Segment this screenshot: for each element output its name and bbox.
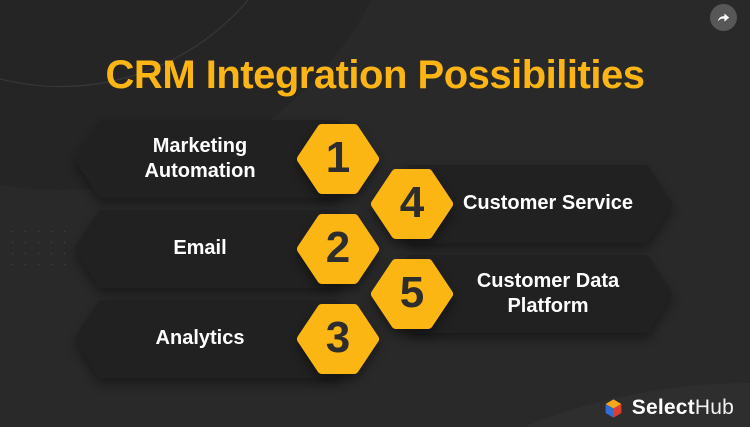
dot-grid-decoration xyxy=(6,226,70,270)
hexagon-shape xyxy=(371,169,453,239)
hexagon-shape xyxy=(297,124,379,194)
page-title: CRM Integration Possibilities xyxy=(105,52,645,97)
label-email: Email xyxy=(173,237,227,259)
number-1: 1 xyxy=(325,132,351,182)
brand-name-bold: Select xyxy=(631,396,695,419)
share-button[interactable] xyxy=(710,4,737,31)
brand-name-light: Hub xyxy=(694,396,734,419)
hexagon-shape xyxy=(297,214,379,284)
label-analytics: Analytics xyxy=(155,327,245,349)
label-customer-service: Customer Service xyxy=(462,192,634,214)
hexagon-3: 3 xyxy=(296,301,380,377)
selecthub-cube-icon xyxy=(605,398,622,418)
label-customer-data-platform: Customer Data Platform xyxy=(476,269,620,317)
number-3: 3 xyxy=(325,312,351,362)
hexagon-shape xyxy=(297,304,379,374)
hexagon-5: 5 xyxy=(370,256,454,332)
number-4: 4 xyxy=(399,177,425,227)
label-marketing-automation: Marketing Automation xyxy=(144,134,256,182)
hexagon-2: 2 xyxy=(296,211,380,287)
share-arrow-icon xyxy=(717,13,730,22)
hexagon-1: 1 xyxy=(296,121,380,197)
selecthub-logo: SelectHub xyxy=(602,396,734,420)
brand-name: SelectHub xyxy=(632,396,734,420)
number-5: 5 xyxy=(399,267,425,317)
hexagon-4: 4 xyxy=(370,166,454,242)
number-2: 2 xyxy=(325,222,351,272)
hexagon-shape xyxy=(371,259,453,329)
